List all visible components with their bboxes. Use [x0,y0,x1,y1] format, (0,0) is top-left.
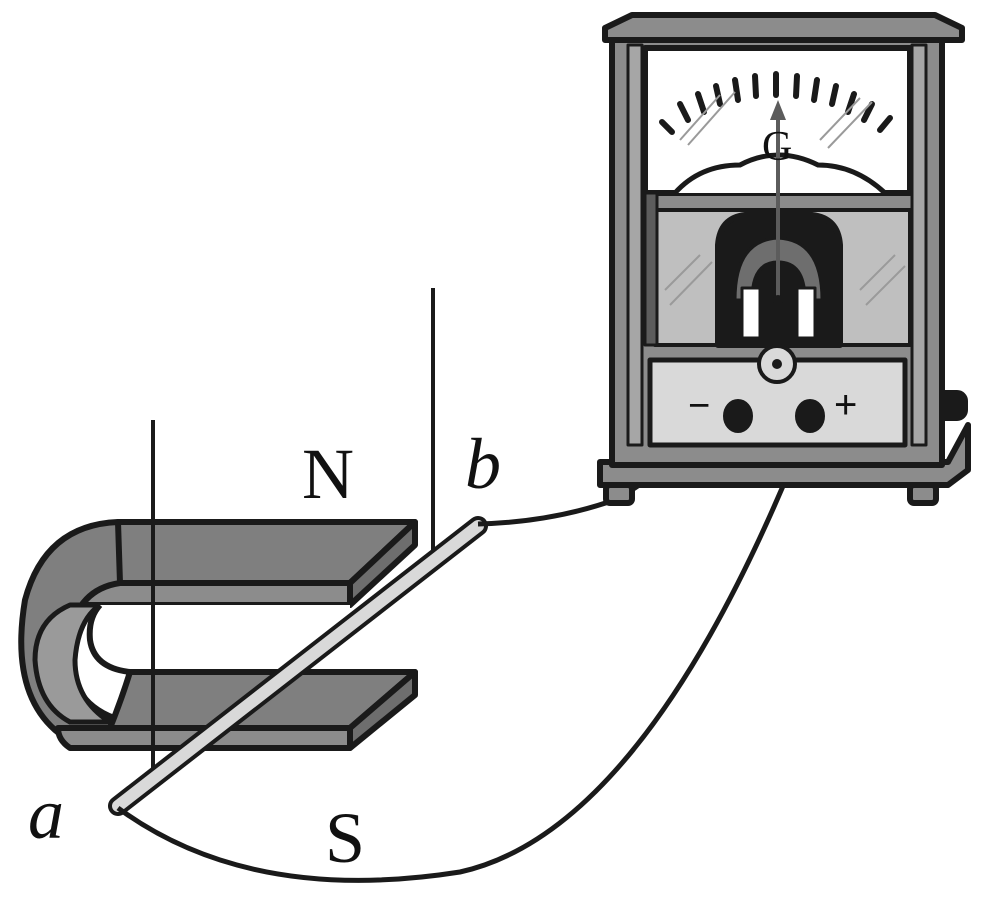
meter-left-pillar [626,43,644,447]
magnet-inner-curve-line [86,602,131,675]
galvanometer [597,12,971,506]
rod-end-a-label: a [28,774,64,854]
meter-coil-right [795,286,817,340]
terminal-positive-post [795,399,825,433]
meter-foot-left [603,482,635,506]
terminal-positive-label: + [834,383,857,427]
meter-right-pillar [910,43,928,447]
meter-top-cap [602,12,965,43]
meter-foot-right [907,482,939,506]
meter-coil-left [740,286,762,340]
magnet-lower-arm-side [347,669,418,751]
north-pole-label: N [302,434,354,514]
horseshoe-magnet [18,519,418,751]
meter-glass-glare [664,91,906,306]
galvanometer-label: G [762,124,792,170]
meter-inner-shadow [643,191,659,347]
south-pole-label: S [325,798,365,878]
conducting-rod [108,516,488,816]
magnet-upper-arm-side [347,519,418,608]
meter-base [597,422,971,488]
meter-internal-magnet-inner [733,236,824,302]
wire-a-to-positive [116,419,813,883]
terminal-negative-post [723,399,753,433]
rod-end-b-label: b [465,424,501,504]
meter-pointer [770,100,786,305]
terminal-negative-label: − [688,385,710,427]
meter-scale-ticks [659,71,893,135]
